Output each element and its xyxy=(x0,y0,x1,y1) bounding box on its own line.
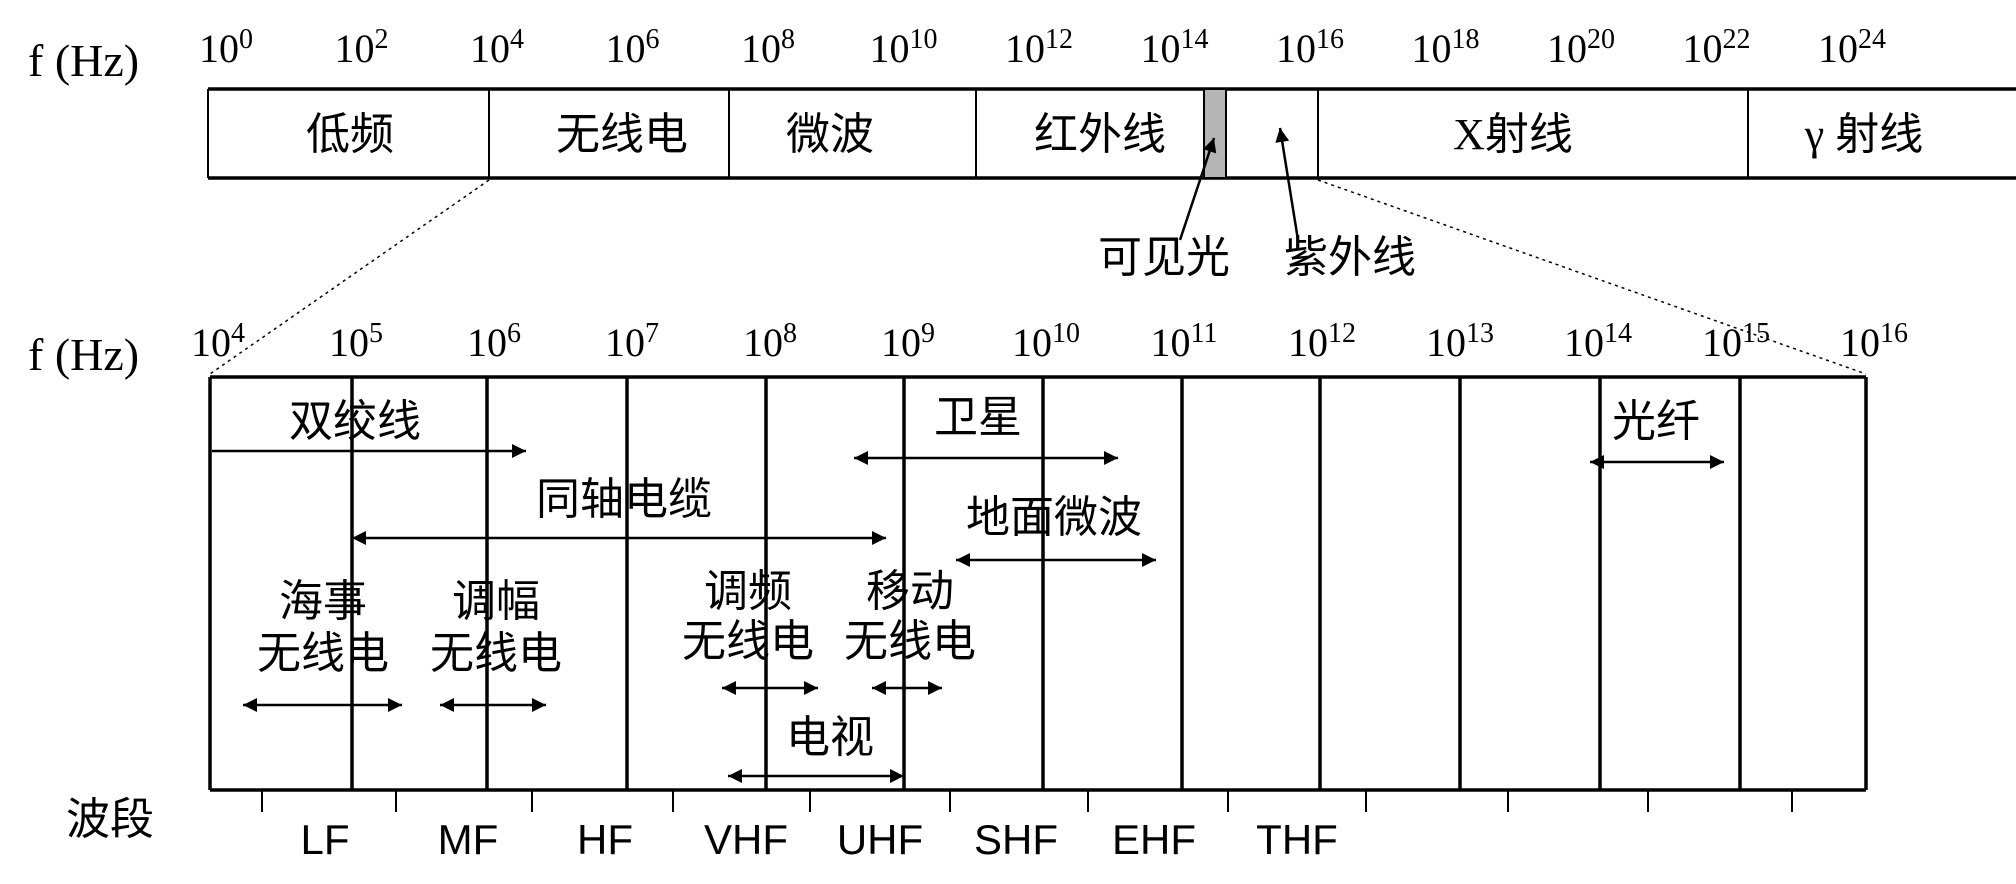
top-tick-8: 108 xyxy=(741,24,795,71)
band-name-shf: SHF xyxy=(974,816,1058,863)
band-microwave: 微波 xyxy=(786,110,874,159)
fm-radio-label-2: 无线电 xyxy=(682,617,814,666)
top-tick-12: 1012 xyxy=(1005,24,1073,71)
top-tick-20: 1020 xyxy=(1547,24,1615,71)
top-tick-6: 106 xyxy=(606,24,660,71)
ultraviolet-arrow xyxy=(1275,127,1300,241)
bottom-tick-13: 1013 xyxy=(1426,318,1494,365)
am-radio-label-1: 调幅 xyxy=(452,577,540,626)
visible-light-band xyxy=(1203,88,1227,179)
bottom-tick-14: 1014 xyxy=(1564,318,1632,365)
maritime-radio-label-2: 无线电 xyxy=(257,629,389,678)
band-name-mf: MF xyxy=(438,816,499,863)
band-row: LF MF HF VHF UHF SHF EHF THF xyxy=(261,790,1793,863)
top-tick-14: 1014 xyxy=(1141,24,1209,71)
top-tick-2: 102 xyxy=(335,24,389,71)
tv-label: 电视 xyxy=(786,713,874,762)
bottom-tick-4: 104 xyxy=(191,318,245,365)
band-name-uhf: UHF xyxy=(837,816,923,863)
bottom-tick-9: 109 xyxy=(881,318,935,365)
twisted-pair-label: 双绞线 xyxy=(289,397,421,446)
zoom-guide-right xyxy=(1317,179,1867,375)
band-row-label: 波段 xyxy=(66,795,154,844)
bottom-tick-10: 1010 xyxy=(1012,318,1080,365)
satellite-label: 卫星 xyxy=(934,393,1022,442)
bottom-axis-label: f (Hz) xyxy=(28,329,139,380)
fiber-label: 光纤 xyxy=(1612,397,1700,446)
bottom-tick-11: 1011 xyxy=(1151,318,1218,365)
top-axis-label: f (Hz) xyxy=(28,35,139,86)
terrestrial-microwave-label: 地面微波 xyxy=(966,493,1142,542)
top-tick-22: 1022 xyxy=(1683,24,1751,71)
band-name-thf: THF xyxy=(1256,816,1338,863)
band-name-ehf: EHF xyxy=(1112,816,1196,863)
top-spectrum-bar: 低频 无线电 微波 红外线 X射线 γ 射线 xyxy=(207,87,2016,180)
visible-light-label: 可见光 xyxy=(1098,233,1230,282)
mobile-radio-label-1: 移动 xyxy=(866,567,954,616)
top-tick-18: 1018 xyxy=(1412,24,1480,71)
am-radio-label-2: 无线电 xyxy=(430,629,562,678)
decade-gridlines xyxy=(350,377,1742,790)
top-tick-4: 104 xyxy=(470,24,524,71)
ultraviolet-label: 紫外线 xyxy=(1284,233,1416,282)
fm-radio-label-1: 调频 xyxy=(704,567,792,616)
coax-label: 同轴电缆 xyxy=(536,475,712,524)
bottom-tick-6: 106 xyxy=(467,318,521,365)
bottom-tick-7: 107 xyxy=(605,318,659,365)
bottom-tick-12: 1012 xyxy=(1288,318,1356,365)
mobile-radio-label-2: 无线电 xyxy=(844,617,976,666)
top-tick-0: 100 xyxy=(199,24,253,71)
band-infrared: 红外线 xyxy=(1034,110,1166,159)
band-name-lf: LF xyxy=(300,816,349,863)
visible-light-arrow xyxy=(1178,137,1217,241)
bottom-tick-15: 1015 xyxy=(1702,318,1770,365)
bottom-tick-16: 1016 xyxy=(1840,318,1908,365)
top-tick-16: 1016 xyxy=(1276,24,1344,71)
top-tick-10: 1010 xyxy=(870,24,938,71)
bottom-axis-tick-labels: 104 105 106 107 108 109 1010 1011 1012 1013 1014 10… xyxy=(191,318,1908,365)
band-low-frequency: 低频 xyxy=(306,110,394,159)
band-name-hf: HF xyxy=(577,816,633,863)
band-gamma: γ 射线 xyxy=(1804,110,1923,159)
band-name-vhf: VHF xyxy=(704,816,788,863)
band-xray: X射线 xyxy=(1453,110,1573,159)
top-axis-tick-labels: 100 102 104 106 108 1010 1012 1014 1016 1018 1020 1… xyxy=(199,24,1886,71)
bottom-tick-5: 105 xyxy=(329,318,383,365)
bottom-spectrum-box xyxy=(208,375,1868,792)
zoom-guide-left xyxy=(209,179,490,375)
maritime-radio-label-1: 海事 xyxy=(279,577,367,626)
top-tick-24: 1024 xyxy=(1818,24,1886,71)
bottom-tick-8: 108 xyxy=(743,318,797,365)
band-radio: 无线电 xyxy=(556,110,688,159)
